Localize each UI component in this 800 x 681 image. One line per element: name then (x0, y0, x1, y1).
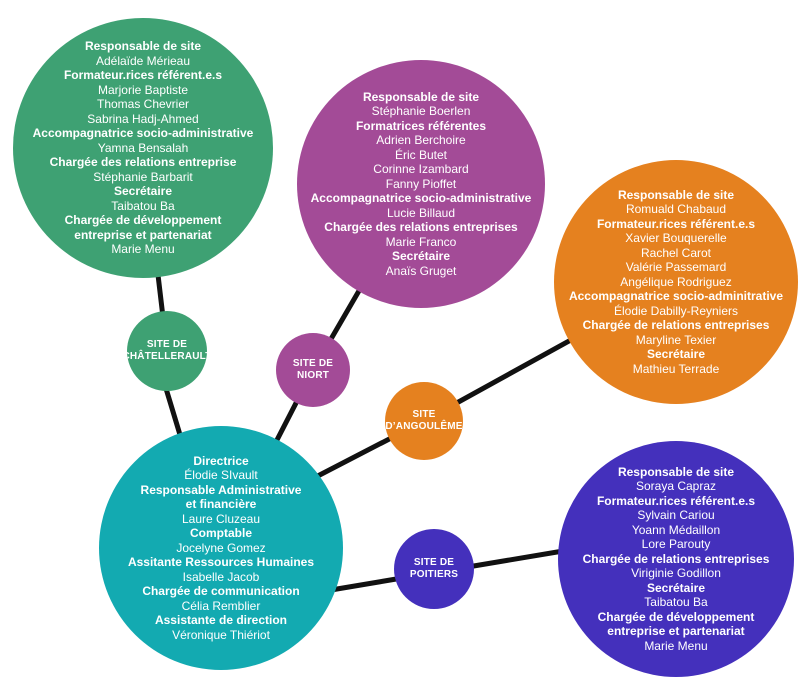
role-label: Accompagnatrice socio-administrative (310, 191, 532, 206)
person-name: Valérie Passemard (625, 260, 727, 275)
role-label: SITE DE (146, 338, 188, 350)
role-label: Formateur.rices référent.e.s (63, 68, 223, 83)
person-name: Maryline Texier (635, 332, 717, 347)
person-name: Élodie SIvault (184, 468, 258, 483)
person-name: Mathieu Terrade (632, 361, 720, 376)
person-name: Éric Butet (394, 147, 448, 162)
role-label: Chargée de communication (142, 584, 300, 599)
role-label: Responsable de site (617, 187, 735, 202)
role-label: et financière (185, 497, 257, 512)
person-name: Élodie Dabilly-Reyniers (613, 303, 739, 318)
person-name: Corinne Izambard (373, 162, 469, 177)
person-name: Isabelle Jacob (182, 569, 260, 584)
role-label: Assistante de direction (154, 613, 288, 628)
person-name: Romuald Chabaud (625, 202, 727, 217)
person-name: Thomas Chevrier (96, 97, 190, 112)
person-name: Stéphanie Boerlen (371, 104, 471, 119)
person-name: Yoann Médaillon (631, 522, 721, 537)
person-name: Lucie Billaud (386, 205, 456, 220)
person-name: Rachel Carot (640, 245, 712, 260)
person-name: Soraya Capraz (635, 479, 717, 494)
person-name: Yamna Bensalah (97, 140, 189, 155)
role-label: SITE DE (292, 357, 334, 369)
role-label: Accompagnatrice socio-adminitrative (568, 289, 784, 304)
role-label: Secrétaire (646, 580, 706, 595)
role-label: Responsable de site (84, 39, 202, 54)
person-name: Sylvain Cariou (637, 508, 715, 523)
person-name: Adrien Berchoire (376, 133, 466, 148)
role-label: Responsable de site (617, 464, 735, 479)
role-label: Formatrices référentes (355, 118, 487, 133)
role-label: Assitante Ressources Humaines (127, 555, 315, 570)
role-label: SITE DE (413, 556, 455, 568)
role-label: Chargée des relations entreprises (324, 220, 518, 235)
role-label: POITIERS (409, 569, 459, 580)
person-name: Angélique Rodriguez (620, 274, 732, 289)
person-name: Jocelyne Gomez (176, 540, 266, 555)
role-label: Directrice (193, 453, 249, 468)
person-name: Lore Parouty (641, 537, 711, 552)
role-label: entreprise et partenariat (74, 227, 212, 242)
person-name: Taibatou Ba (111, 198, 175, 213)
role-label: Responsable de site (362, 89, 480, 104)
role-label: Accompagnatrice socio-administrative (32, 126, 254, 141)
role-label: entreprise et partenariat (607, 624, 745, 639)
person-name: Laure Cluzeau (181, 511, 261, 526)
person-name: Marie Menu (111, 242, 175, 257)
role-label: Responsable Administrative (140, 482, 302, 497)
role-label: D’ANGOULÊME (385, 421, 463, 432)
role-label: Chargée de développement (597, 609, 755, 624)
role-label: Chargée des relations entreprise (49, 155, 237, 170)
role-label: Chargée de relations entreprises (582, 318, 770, 333)
role-label: CHÂTELLERAULT (127, 351, 207, 362)
role-label: Comptable (189, 526, 252, 541)
role-label: Chargée de développement (64, 213, 222, 228)
person-name: Xavier Bouquerelle (625, 231, 727, 246)
role-label: Secrétaire (646, 347, 706, 362)
site-badge-chatellerault: SITE DECHÂTELLERAULT (127, 311, 207, 391)
role-label: NIORT (296, 370, 330, 381)
role-label: Formateur.rices référent.e.s (596, 493, 756, 508)
role-label: Chargée de relations entreprises (582, 551, 770, 566)
person-name: Véronique Thiériot (172, 627, 270, 642)
role-label: Secrétaire (113, 184, 173, 199)
person-name: Marjorie Baptiste (97, 82, 189, 97)
person-name: Adélaïde Mérieau (95, 53, 191, 68)
person-name: Célia Remblier (181, 598, 261, 613)
person-name: Fanny Pioffet (385, 176, 457, 191)
person-name: Stéphanie Barbarit (93, 169, 193, 184)
person-name: Viriginie Godillon (631, 566, 721, 581)
person-name: Sabrina Hadj-Ahmed (87, 111, 199, 126)
person-name: Marie Menu (644, 638, 708, 653)
role-label: SITE (412, 408, 436, 420)
person-name: Taibatou Ba (644, 595, 708, 610)
role-label: Secrétaire (391, 249, 451, 264)
role-label: Formateur.rices référent.e.s (596, 216, 756, 231)
person-name: Marie Franco (385, 234, 457, 249)
person-name: Anaïs Gruget (385, 263, 457, 278)
